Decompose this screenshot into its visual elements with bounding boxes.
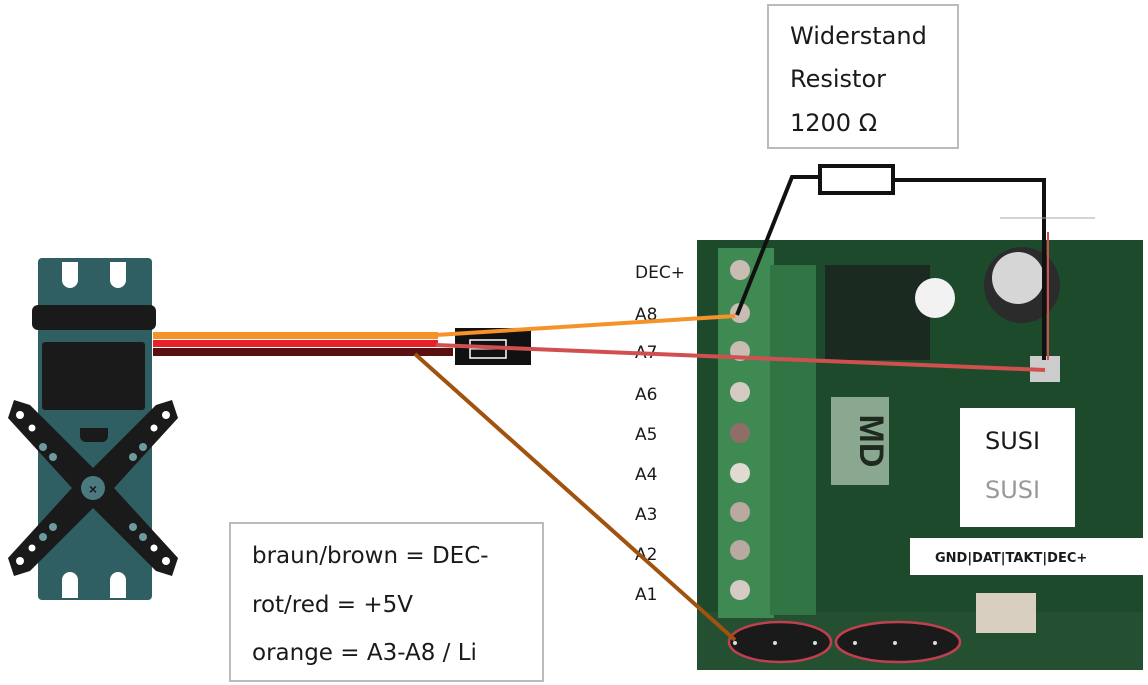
decoder-board: MD xyxy=(697,240,1143,670)
susi-label-box xyxy=(960,408,1075,527)
susi-label-1: SUSI xyxy=(985,427,1040,455)
resistor-wire-left xyxy=(735,175,820,316)
svg-text:×: × xyxy=(89,481,97,497)
terminal-label-a6: A6 xyxy=(635,385,657,405)
resistor-symbol xyxy=(818,164,895,195)
legend-orange: orange = A3-A8 / Li xyxy=(252,640,477,666)
wire-legend-box xyxy=(229,522,544,682)
terminal-label-dec-plus: DEC+ xyxy=(635,263,685,283)
terminal-label-a2: A2 xyxy=(635,545,657,565)
resistor-wire-right xyxy=(893,178,1046,360)
resistor-label-line2: Resistor xyxy=(790,65,886,93)
terminal-label-a4: A4 xyxy=(635,465,657,485)
brown-ground-wire xyxy=(413,352,737,642)
terminal-label-a1: A1 xyxy=(635,585,657,605)
legend-red: rot/red = +5V xyxy=(252,592,413,618)
board-logo: MD xyxy=(852,415,890,468)
pin-header-1 xyxy=(727,620,833,664)
susi-label-2: SUSI xyxy=(985,476,1040,504)
resistor-label-line3: 1200 Ω xyxy=(790,109,877,137)
terminal-label-a5: A5 xyxy=(635,425,657,445)
board-logo-bg xyxy=(831,397,889,485)
servo: × xyxy=(8,258,178,600)
pin-header-2 xyxy=(834,620,962,664)
resistor-label-line1: Widerstand xyxy=(790,22,927,50)
terminal-screws xyxy=(730,260,750,600)
terminal-labels: DEC+ A8 A7 A6 A5 A4 A3 A2 A1 xyxy=(635,263,685,605)
red-power-wire xyxy=(435,343,1046,372)
legend-brown: braun/brown = DEC- xyxy=(252,543,489,569)
terminal-label-a3: A3 xyxy=(635,505,657,525)
susi-pins-box xyxy=(910,538,1146,575)
susi-pins-label: GND|DAT|TAKT|DEC+ xyxy=(935,551,1087,566)
orange-signal-wire xyxy=(435,314,736,337)
resistor-label-box xyxy=(767,4,959,149)
